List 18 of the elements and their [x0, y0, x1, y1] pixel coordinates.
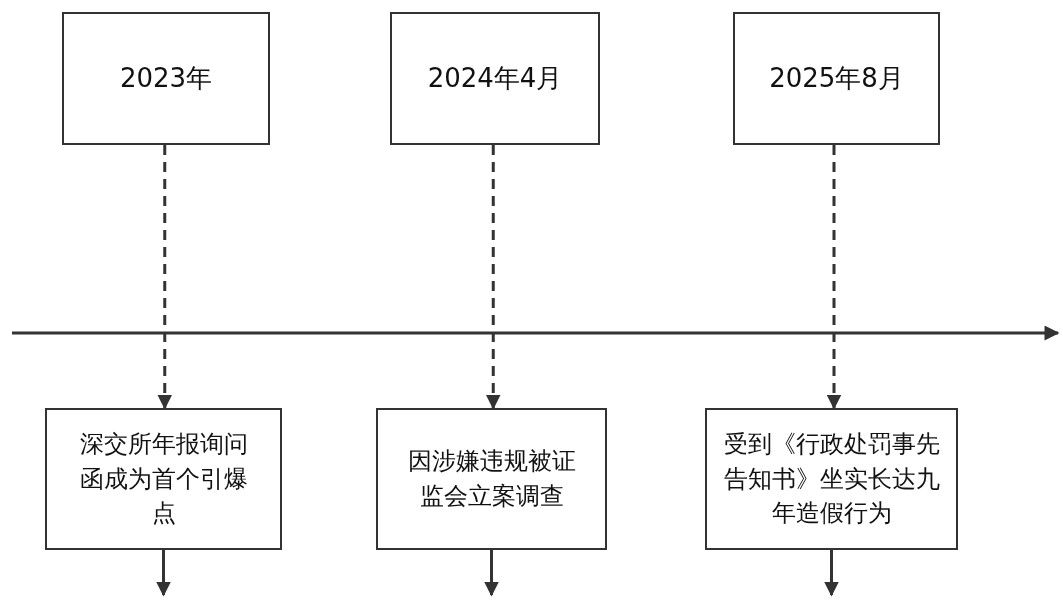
event-box: [45, 408, 282, 550]
arrow: [485, 145, 501, 410]
event-box: [376, 408, 607, 550]
date-label: 2025年8月: [769, 61, 904, 95]
arrow: [484, 550, 499, 597]
arrow: [826, 145, 842, 410]
date-box: [390, 12, 600, 145]
date-label: 2024年4月: [427, 61, 563, 95]
event-text: 受到《行政处罚事先告知书》坐实长达九年造假行为: [722, 428, 941, 530]
arrow: [824, 550, 839, 597]
arrow: [156, 550, 171, 597]
event-text: 深交所年报询问函成为首个引爆点: [78, 428, 249, 530]
date-box: [62, 12, 270, 145]
event-text: 因涉嫌违规被证监会立案调查: [406, 446, 577, 512]
event-box: [705, 408, 958, 550]
date-box: [733, 12, 940, 145]
arrow: [157, 145, 173, 410]
date-label: 2023年: [119, 61, 213, 95]
